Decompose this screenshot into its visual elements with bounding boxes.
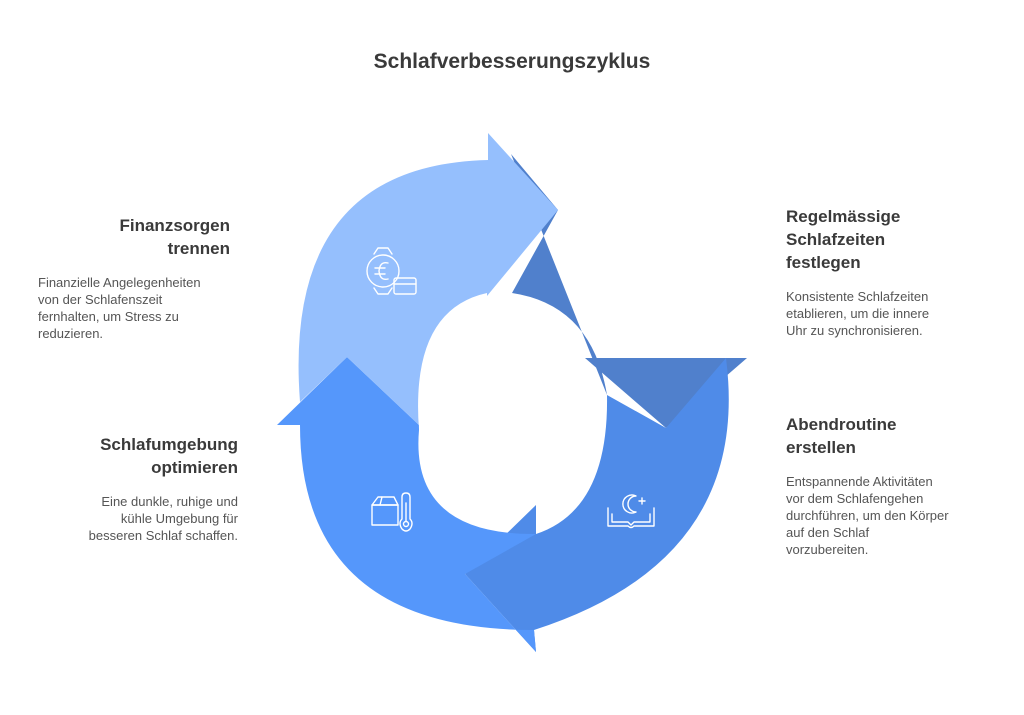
step-description: Entspannende Aktivitäten vor dem Schlafe… [786,474,949,557]
step-schedule: Regelmässige Schlafzeiten festlegen Kons… [786,205,1016,339]
step-routine: Abendroutine erstellen Entspannende Akti… [786,413,1016,558]
box-thermometer-icon [371,492,413,532]
step-finance: Finanzsorgen trennen Finanzielle Angeleg… [0,214,230,342]
step-description: Eine dunkle, ruhige und kühle Umgebung f… [88,494,238,543]
step-heading: Finanzsorgen trennen [119,216,230,258]
step-heading: Schlafumgebung optimieren [100,435,238,477]
step-description: Finanzielle Angelegenheiten von der Schl… [38,275,201,341]
step-environment: Schlafumgebung optimieren Eine dunkle, r… [8,433,238,544]
step-heading: Abendroutine erstellen [786,415,897,457]
step-heading: Regelmässige Schlafzeiten festlegen [786,207,901,272]
euro-card-icon [366,247,417,295]
cycle-segment-schedule [511,154,747,428]
diagram-title: Schlafverbesserungszyklus [373,50,651,73]
moon-book-icon [607,494,655,529]
step-description: Konsistente Schlafzeiten etablieren, um … [786,289,930,338]
hand-clock-icon [611,252,645,289]
cycle-segment-finance [298,133,558,430]
cycle-segment-routine [465,358,729,652]
